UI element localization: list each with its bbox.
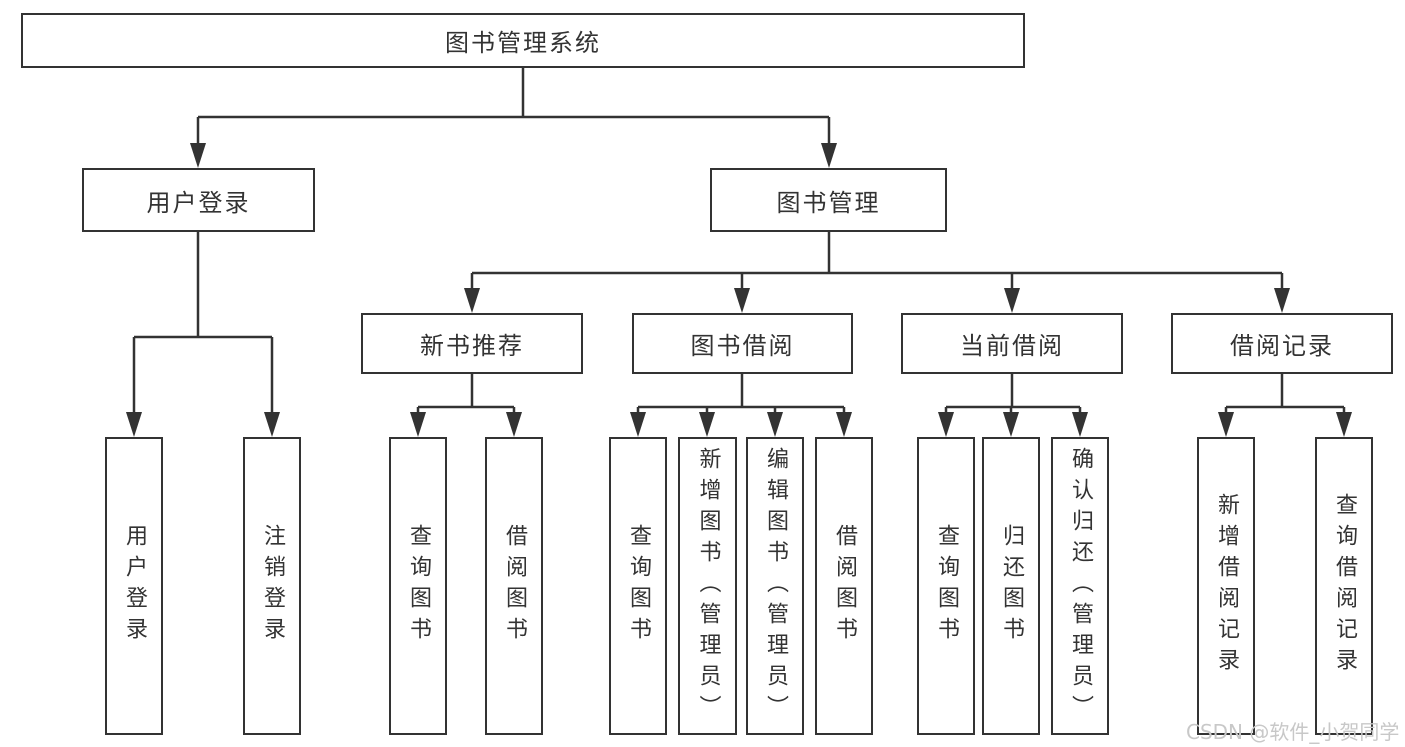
leaf-add-book-admin: 新增图书（管理员） (678, 437, 737, 735)
arrow-down-icon (1004, 288, 1020, 313)
arrow-down-icon (126, 412, 142, 437)
node-new-book-recommend: 新书推荐 (361, 313, 583, 374)
arrow-down-icon (1336, 412, 1352, 437)
arrow-down-icon (734, 288, 750, 313)
arrow-down-icon (264, 412, 280, 437)
watermark: CSDN @软件_小贺同学 (1186, 720, 1400, 744)
arrow-down-icon (1003, 412, 1019, 437)
leaf-query-books-borrow: 查询图书 (609, 437, 667, 735)
arrow-down-icon (506, 412, 522, 437)
leaf-user-login: 用户登录 (105, 437, 163, 735)
arrow-down-icon (464, 288, 480, 313)
leaf-edit-book-admin: 编辑图书（管理员） (746, 437, 804, 735)
arrow-down-icon (1218, 412, 1234, 437)
leaf-return-book: 归还图书 (982, 437, 1040, 735)
arrow-down-icon (1072, 412, 1088, 437)
arrow-down-icon (938, 412, 954, 437)
leaf-query-books-newbook: 查询图书 (389, 437, 447, 735)
leaf-query-books-current: 查询图书 (917, 437, 975, 735)
arrow-down-icon (410, 412, 426, 437)
node-borrow-records: 借阅记录 (1171, 313, 1393, 374)
arrow-down-icon (630, 412, 646, 437)
leaf-logout: 注销登录 (243, 437, 301, 735)
arrow-down-icon (767, 412, 783, 437)
connector-lines (132, 68, 1346, 417)
arrow-down-icon (699, 412, 715, 437)
arrow-down-icon (836, 412, 852, 437)
arrow-icons (126, 143, 1352, 437)
leaf-borrow-books-borrow: 借阅图书 (815, 437, 873, 735)
arrow-down-icon (821, 143, 837, 168)
leaf-borrow-books-newbook: 借阅图书 (485, 437, 543, 735)
leaf-add-borrow-record: 新增借阅记录 (1197, 437, 1255, 735)
node-user-login: 用户登录 (82, 168, 315, 232)
node-library-management-system: 图书管理系统 (21, 13, 1025, 68)
node-book-borrowing: 图书借阅 (632, 313, 853, 374)
node-book-management: 图书管理 (710, 168, 947, 232)
leaf-confirm-return-admin: 确认归还（管理员） (1051, 437, 1109, 735)
arrow-down-icon (1274, 288, 1290, 313)
leaf-query-borrow-record: 查询借阅记录 (1315, 437, 1373, 735)
node-current-borrowing: 当前借阅 (901, 313, 1123, 374)
arrow-down-icon (190, 143, 206, 168)
